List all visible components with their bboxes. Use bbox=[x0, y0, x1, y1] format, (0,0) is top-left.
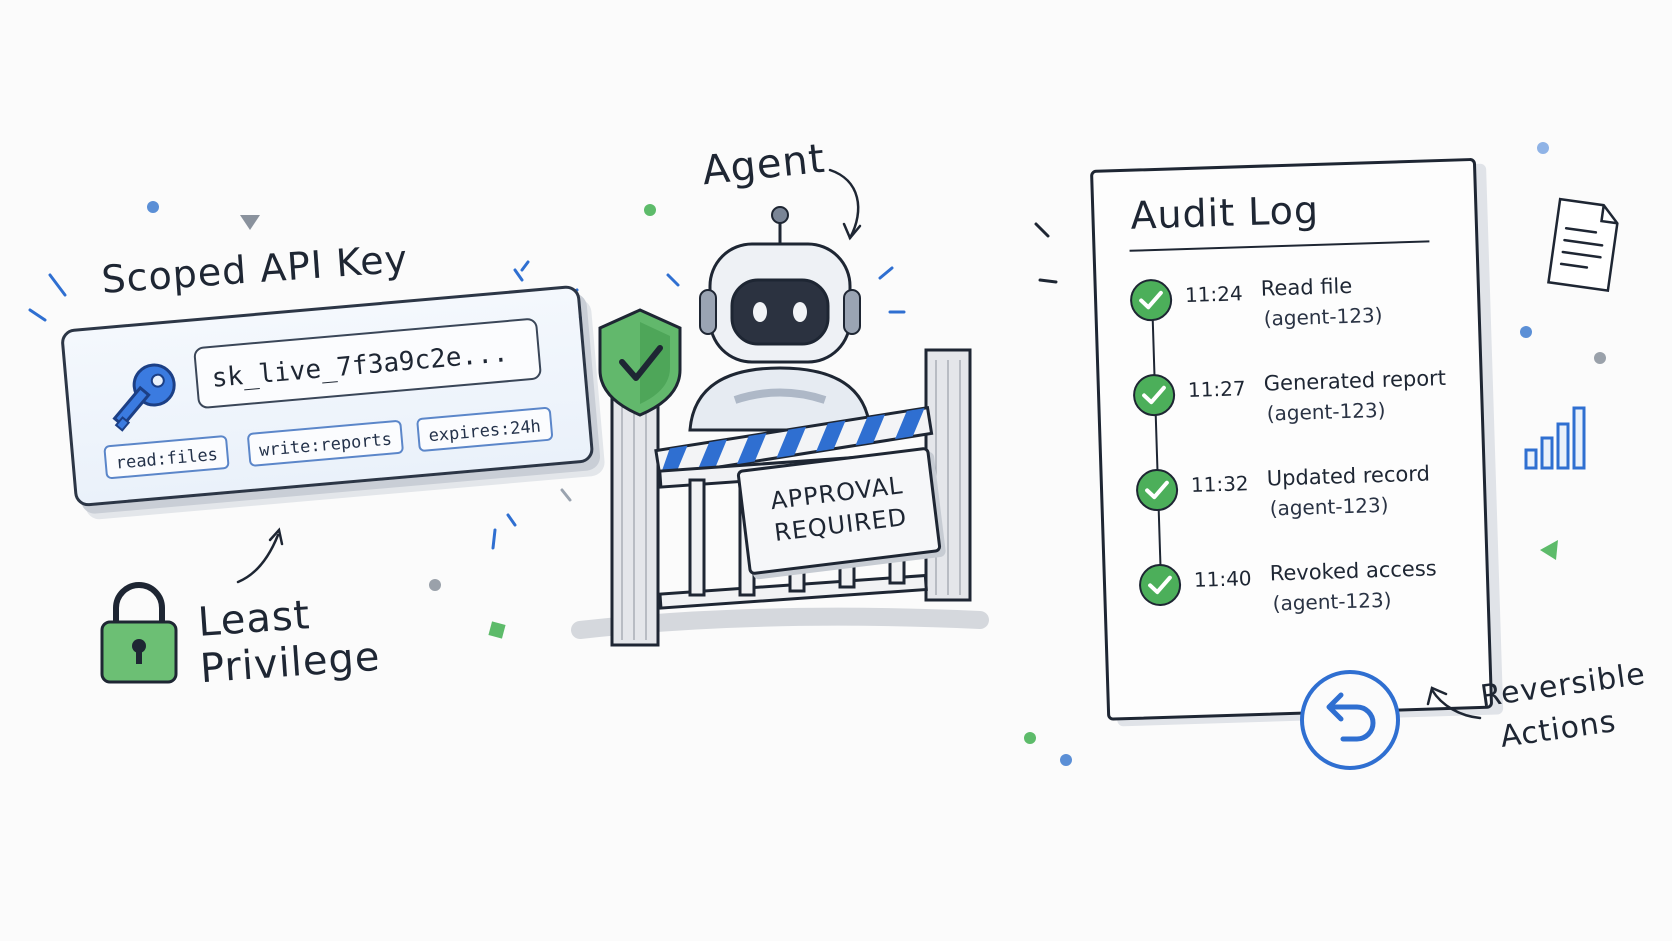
log-action: Revoked access bbox=[1269, 556, 1438, 586]
log-entry[interactable]: 11:32 Updated record (agent-123) bbox=[1132, 456, 1464, 546]
log-action: Read file bbox=[1260, 273, 1353, 301]
robot-icon bbox=[688, 206, 872, 432]
audit-log-sparkles bbox=[1034, 222, 1058, 284]
reversible-actions-line2: Actions bbox=[1498, 704, 1619, 755]
robot-gate-illustration bbox=[571, 206, 989, 647]
least-privilege-line1: Least bbox=[196, 592, 312, 646]
reversible-actions-line1: Reversible bbox=[1478, 656, 1648, 715]
log-entry[interactable]: 11:27 Generated report (agent-123) bbox=[1129, 361, 1471, 452]
log-entry[interactable]: 11:24 Read file (agent-123) bbox=[1126, 267, 1458, 357]
reversible-actions-arrow bbox=[1426, 686, 1482, 720]
scope-chip-expires[interactable]: expires:24h bbox=[416, 406, 554, 453]
least-privilege-arrow bbox=[236, 527, 284, 584]
log-action: Generated report bbox=[1263, 365, 1447, 396]
undo-icon[interactable] bbox=[1295, 665, 1405, 775]
audit-log-card: Audit Log 11:24 Read file (agent-123) 11… bbox=[1090, 157, 1494, 721]
audit-log-title-rule bbox=[1129, 240, 1430, 252]
log-time: 11:32 bbox=[1190, 471, 1249, 497]
shield-check-icon bbox=[598, 308, 682, 417]
api-key-field[interactable]: sk_live_7f3a9c2e... bbox=[193, 317, 543, 410]
audit-log-title: Audit Log bbox=[1129, 187, 1320, 238]
log-agent: (agent-123) bbox=[1272, 587, 1392, 616]
check-icon bbox=[1139, 564, 1182, 607]
api-key-card: sk_live_7f3a9c2e... read:files write:rep… bbox=[60, 284, 595, 508]
check-icon bbox=[1133, 374, 1176, 417]
document-icon bbox=[1547, 197, 1619, 293]
agent-label: Agent bbox=[699, 135, 828, 195]
log-time: 11:40 bbox=[1193, 566, 1252, 592]
log-agent: (agent-123) bbox=[1263, 302, 1383, 331]
log-time: 11:24 bbox=[1184, 281, 1243, 308]
check-icon bbox=[1130, 279, 1173, 322]
log-action: Updated record bbox=[1266, 461, 1431, 491]
scope-chip-write-reports[interactable]: write:reports bbox=[246, 419, 405, 467]
log-agent: (agent-123) bbox=[1269, 492, 1389, 521]
log-time: 11:27 bbox=[1187, 376, 1246, 403]
check-icon bbox=[1136, 469, 1179, 512]
key-icon bbox=[112, 363, 176, 432]
bar-chart-icon bbox=[1524, 406, 1586, 470]
agent-arrow bbox=[828, 168, 862, 241]
padlock-icon bbox=[100, 582, 178, 684]
log-entry[interactable]: 11:40 Revoked access (agent-123) bbox=[1135, 551, 1467, 641]
log-agent: (agent-123) bbox=[1266, 397, 1386, 426]
